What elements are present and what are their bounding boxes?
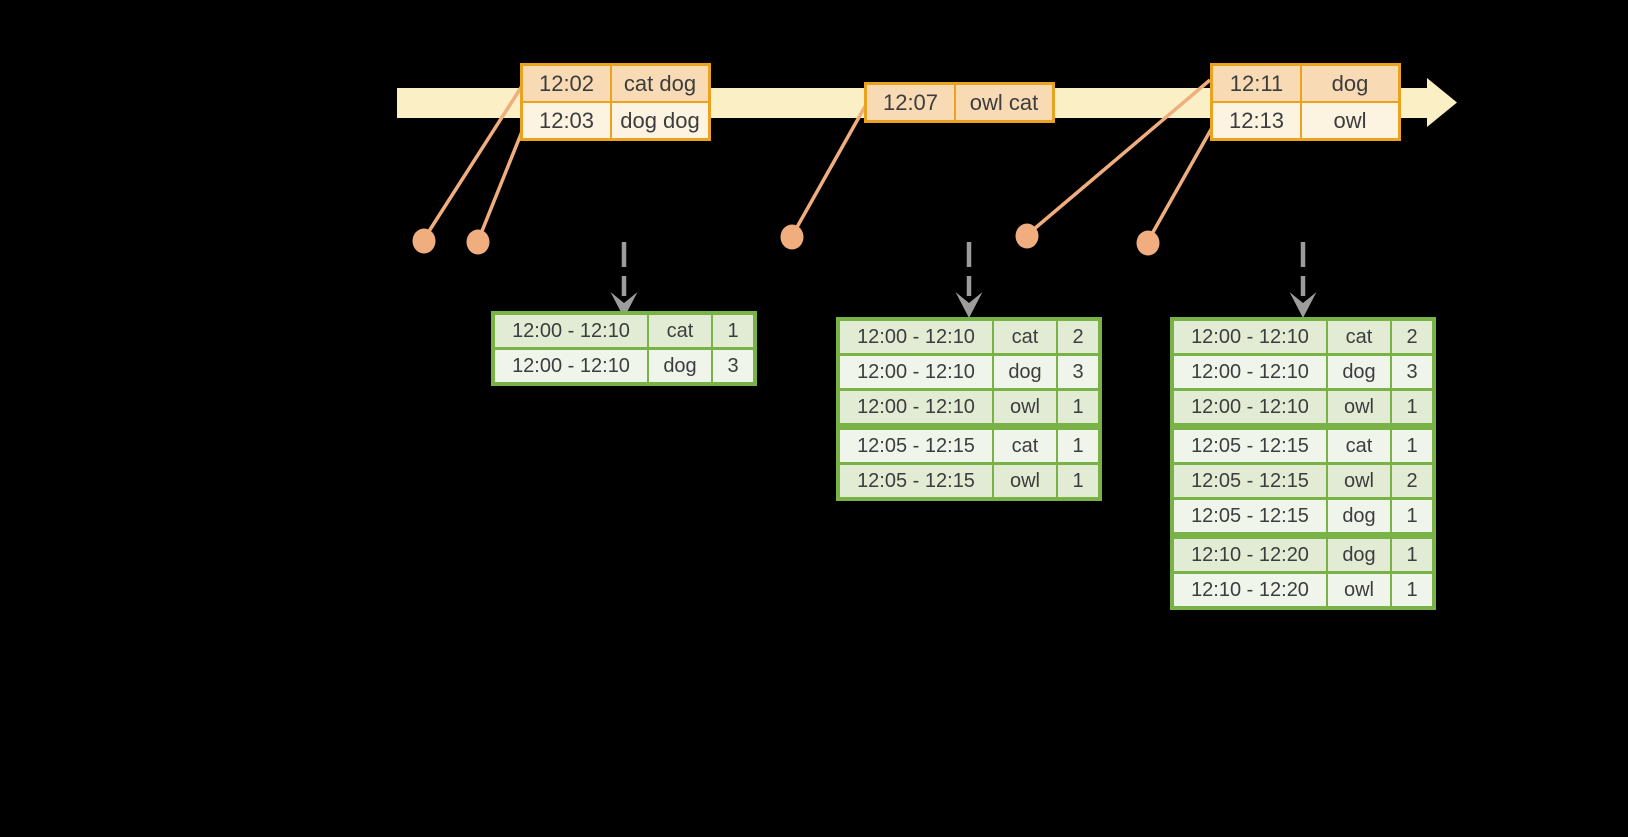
count-cell: 1	[1058, 430, 1098, 462]
word-cell: dog	[994, 356, 1056, 388]
count-cell: 3	[713, 350, 753, 382]
window-cell: 12:05 - 12:15	[1174, 500, 1326, 532]
window-cell: 12:00 - 12:10	[840, 391, 992, 423]
connector-line	[1025, 78, 1212, 237]
trigger-arrowhead-icon	[955, 292, 983, 318]
connector-line	[1146, 125, 1215, 242]
words-cell: dog	[1302, 66, 1398, 101]
words-cell: owl cat	[956, 85, 1052, 120]
connector-line	[422, 85, 524, 240]
window-cell: 12:00 - 12:10	[1174, 391, 1326, 423]
word-cell: dog	[1328, 500, 1390, 532]
word-cell: dog	[1328, 356, 1390, 388]
window-cell: 12:05 - 12:15	[1174, 465, 1326, 497]
word-cell: dog	[1328, 539, 1390, 571]
trigger-arrows	[610, 242, 1317, 318]
connector-line	[790, 102, 869, 237]
word-cell: cat	[1328, 430, 1390, 462]
event-dot-icon	[780, 224, 804, 250]
window-cell: 12:05 - 12:15	[1174, 430, 1326, 462]
count-cell: 1	[1058, 391, 1098, 423]
window-cell: 12:05 - 12:15	[840, 465, 992, 497]
event-dot-icon	[1015, 223, 1039, 249]
count-cell: 1	[1392, 430, 1432, 462]
count-cell: 1	[1392, 391, 1432, 423]
words-cell: owl	[1302, 103, 1398, 138]
window-cell: 12:00 - 12:10	[840, 321, 992, 353]
count-cell: 1	[1392, 574, 1432, 606]
timeline-arrowhead-icon	[1427, 78, 1457, 127]
word-cell: cat	[994, 321, 1056, 353]
word-cell: owl	[994, 465, 1056, 497]
count-cell: 1	[1392, 500, 1432, 532]
word-cell: cat	[1328, 321, 1390, 353]
event-dot-icon	[412, 228, 436, 254]
time-cell: 12:11	[1213, 66, 1300, 101]
word-cell: dog	[649, 350, 711, 382]
event-dot-icon	[466, 229, 490, 255]
count-cell: 1	[713, 315, 753, 347]
event-markers	[412, 223, 1160, 256]
time-cell: 12:13	[1213, 103, 1300, 138]
window-cell: 12:10 - 12:20	[1174, 574, 1326, 606]
time-cell: 12:07	[867, 85, 954, 120]
word-cell: cat	[994, 430, 1056, 462]
connector-line	[476, 128, 525, 242]
window-cell: 12:10 - 12:20	[1174, 539, 1326, 571]
event-dot-icon	[1136, 230, 1160, 256]
time-cell: 12:02	[523, 66, 610, 101]
count-cell: 1	[1058, 465, 1098, 497]
trigger-arrowhead-icon	[1289, 292, 1317, 318]
window-cell: 12:00 - 12:10	[1174, 356, 1326, 388]
window-cell: 12:00 - 12:10	[1174, 321, 1326, 353]
count-cell: 3	[1392, 356, 1432, 388]
words-cell: dog dog	[612, 103, 708, 138]
window-cell: 12:05 - 12:15	[840, 430, 992, 462]
count-cell: 2	[1392, 321, 1432, 353]
count-cell: 1	[1392, 539, 1432, 571]
window-cell: 12:00 - 12:10	[495, 350, 647, 382]
word-cell: owl	[1328, 574, 1390, 606]
count-cell: 2	[1058, 321, 1098, 353]
word-cell: owl	[994, 391, 1056, 423]
count-cell: 3	[1058, 356, 1098, 388]
word-cell: owl	[1328, 465, 1390, 497]
trigger-arrowhead-icon	[610, 292, 638, 318]
connector-lines	[422, 78, 1215, 242]
word-cell: owl	[1328, 391, 1390, 423]
window-cell: 12:00 - 12:10	[495, 315, 647, 347]
window-cell: 12:00 - 12:10	[840, 356, 992, 388]
count-cell: 2	[1392, 465, 1432, 497]
word-cell: cat	[649, 315, 711, 347]
time-cell: 12:03	[523, 103, 610, 138]
words-cell: cat dog	[612, 66, 708, 101]
